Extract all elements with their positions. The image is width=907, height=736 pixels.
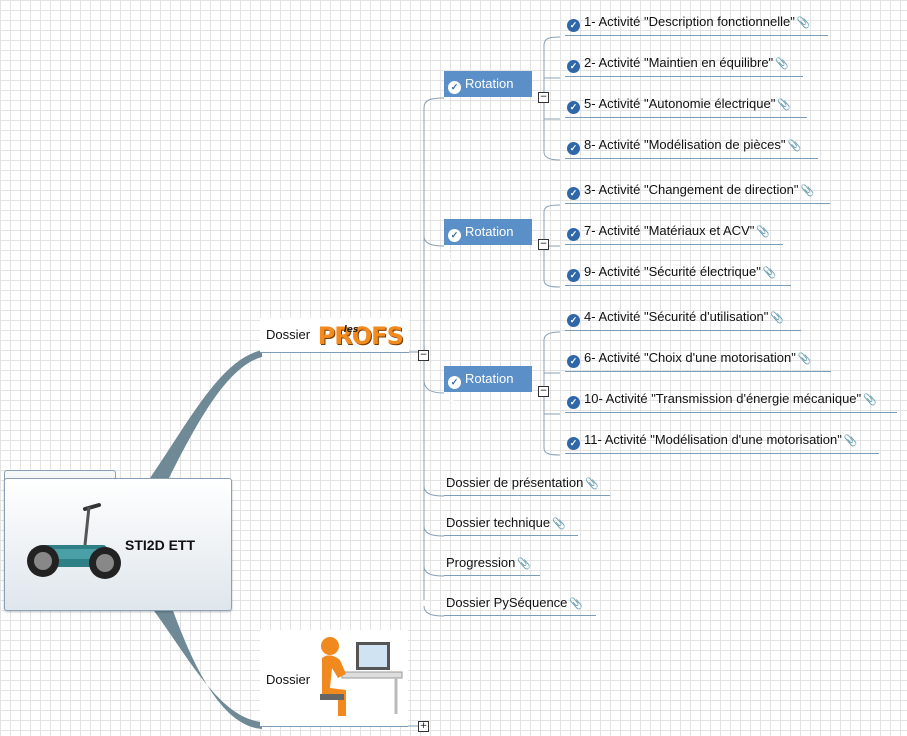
attachment-icon[interactable]: 📎 — [569, 598, 584, 610]
collapse-toggle-rotation-3[interactable]: − — [538, 386, 549, 397]
attachment-icon[interactable]: 📎 — [863, 394, 877, 406]
check-icon: ✓ — [448, 229, 461, 242]
attachment-icon[interactable]: 📎 — [770, 312, 785, 324]
expand-toggle-eleves[interactable]: + — [418, 721, 429, 732]
attachment-icon[interactable]: 📎 — [762, 267, 777, 279]
rotation-3-topic[interactable]: ✓Rotation 3 — [444, 366, 532, 412]
attachment-icon[interactable]: 📎 — [787, 140, 802, 152]
activity-item[interactable]: ✓9- Activité "Sécurité électrique"📎 — [565, 264, 791, 286]
dossier-profs-label: Dossier — [266, 327, 311, 342]
activity-item[interactable]: ✓2- Activité "Maintien en équilibre"📎 — [565, 55, 803, 77]
branch-root-to-eleves — [152, 608, 262, 729]
activity-item[interactable]: ✓8- Activité "Modélisation de pièces"📎 — [565, 137, 818, 159]
lawn-mower-icon — [27, 503, 121, 579]
activity-item[interactable]: ✓11- Activité "Modélisation d'une motori… — [565, 432, 879, 454]
collapse-toggle-rotation-1[interactable]: − — [538, 92, 549, 103]
root-title: STI2D ETT — [125, 537, 196, 553]
check-icon: ✓ — [567, 142, 580, 155]
check-icon: ✓ — [567, 437, 580, 450]
check-icon: ✓ — [448, 376, 461, 389]
attachment-icon[interactable]: 📎 — [775, 58, 789, 70]
activity-item[interactable]: ✓5- Activité "Autonomie électrique"📎 — [565, 96, 807, 118]
les-profs-logo: PROFS les — [317, 321, 404, 350]
attachment-icon[interactable]: 📎 — [756, 226, 771, 238]
attachment-icon[interactable]: 📎 — [797, 353, 812, 365]
document-item[interactable]: Dossier de présentation📎 — [444, 475, 610, 496]
activity-item[interactable]: ✓4- Activité "Sécurité d'utilisation"📎 — [565, 309, 801, 331]
root-folder-tab — [4, 470, 116, 481]
rotation-1-topic[interactable]: ✓Rotation 1 — [444, 71, 532, 117]
check-icon: ✓ — [567, 228, 580, 241]
attachment-icon[interactable]: 📎 — [585, 478, 600, 490]
attachment-icon[interactable]: 📎 — [777, 99, 792, 111]
document-item[interactable]: Dossier PySéquence📎 — [444, 595, 596, 616]
document-item[interactable]: Dossier technique📎 — [444, 515, 578, 536]
root-topic[interactable]: STI2D ETT — [4, 478, 232, 611]
dossier-eleves-label: Dossier — [266, 672, 311, 687]
collapse-toggle-profs[interactable]: − — [418, 350, 429, 361]
document-item[interactable]: Progression📎 — [444, 555, 540, 576]
dossier-eleves-topic[interactable]: Dossier — [260, 630, 408, 727]
check-icon: ✓ — [567, 355, 580, 368]
activity-item[interactable]: ✓6- Activité "Choix d'une motorisation"📎 — [565, 350, 831, 372]
collapse-toggle-rotation-2[interactable]: − — [538, 239, 549, 250]
activity-item[interactable]: ✓1- Activité "Description fonctionnelle"… — [565, 14, 828, 36]
check-icon: ✓ — [567, 396, 580, 409]
branch-root-to-profs — [150, 350, 262, 480]
check-icon: ✓ — [567, 60, 580, 73]
activity-item[interactable]: ✓7- Activité "Matériaux et ACV"📎 — [565, 223, 783, 245]
check-icon: ✓ — [448, 81, 461, 94]
person-at-computer-icon — [320, 637, 403, 716]
check-icon: ✓ — [567, 269, 580, 282]
attachment-icon[interactable]: 📎 — [552, 518, 566, 530]
check-icon: ✓ — [567, 187, 580, 200]
attachment-icon[interactable]: 📎 — [517, 558, 532, 570]
check-icon: ✓ — [567, 314, 580, 327]
check-icon: ✓ — [567, 19, 580, 32]
attachment-icon[interactable]: 📎 — [800, 185, 815, 197]
rotation-2-topic[interactable]: ✓Rotation 2 — [444, 219, 532, 265]
attachment-icon[interactable]: 📎 — [843, 435, 858, 447]
attachment-icon[interactable]: 📎 — [796, 17, 811, 29]
activity-item[interactable]: ✓3- Activité "Changement de direction"📎 — [565, 182, 830, 204]
check-icon: ✓ — [567, 101, 580, 114]
activity-item[interactable]: ✓10- Activité "Transmission d'énergie mé… — [565, 391, 897, 413]
dossier-profs-topic[interactable]: Dossier PROFS les — [260, 318, 409, 353]
